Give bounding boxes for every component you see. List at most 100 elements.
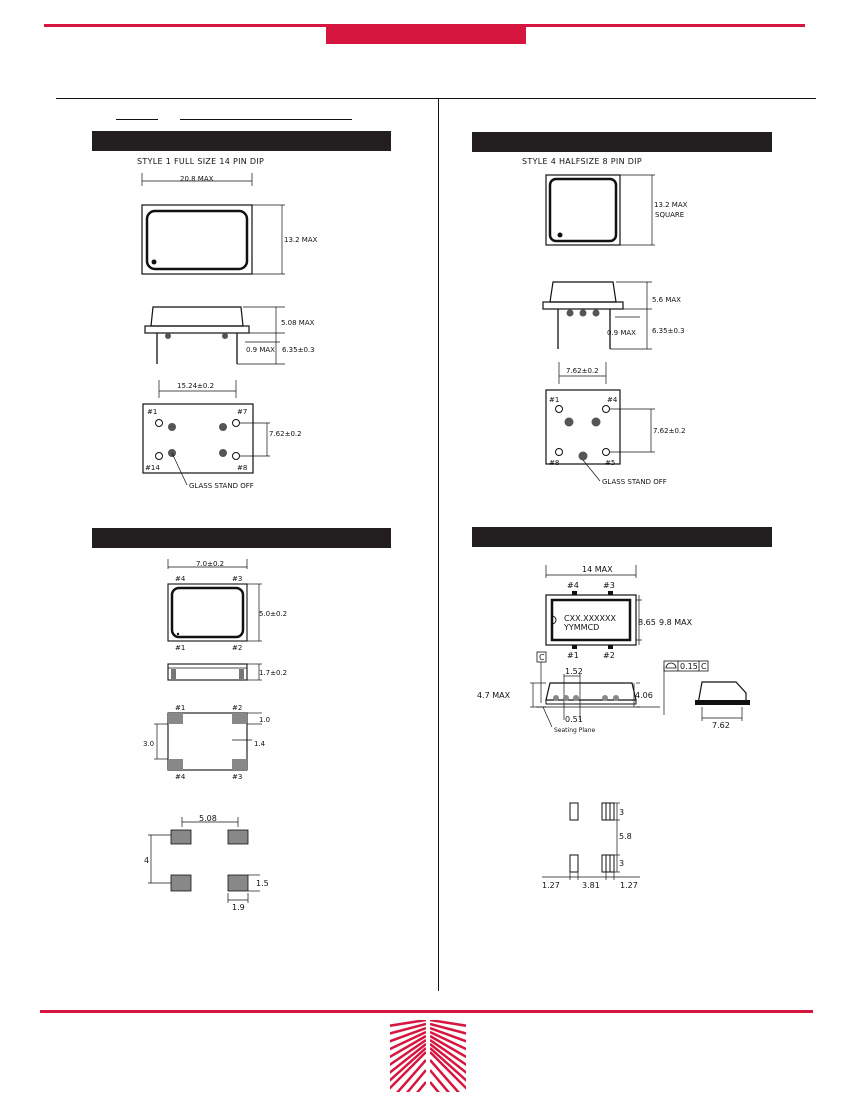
- header-rule: [44, 24, 805, 27]
- smd-pad-w: 1.4: [254, 740, 266, 748]
- style4-top-dim2: SQUARE: [655, 211, 684, 219]
- jlead-land-pad-h2: 3: [619, 859, 624, 868]
- style4-pin1: #1: [549, 396, 559, 404]
- style1-side-height: 5.08 MAX: [281, 319, 315, 327]
- style4-side-can: [549, 281, 617, 303]
- jlead-land-mid: 3.81: [582, 881, 600, 890]
- style4-pin8: #8: [549, 459, 559, 467]
- jlead-width-dim: 14 MAX: [582, 565, 613, 574]
- jlead-drawing: 14 MAX #4 #3 CXX.XXXXXX YYMMCD #1 #2 8.6…: [477, 565, 750, 890]
- jlead-top-p2: #2: [603, 651, 615, 660]
- jlead-land-edge-l: 1.27: [542, 881, 560, 890]
- smd-land-pitch-x: 5.08: [199, 814, 217, 823]
- style1-side-can: [150, 306, 244, 327]
- jlead-datum-box: [536, 651, 547, 663]
- company-logo: [390, 1020, 466, 1092]
- style1-caption: STYLE 1 FULL SIZE 14 PIN DIP: [137, 157, 264, 166]
- style1-pin7: #7: [237, 408, 247, 416]
- style1-pin1: #1: [147, 408, 157, 416]
- top-divider: [56, 98, 816, 99]
- section-bar-jlead: [472, 527, 772, 547]
- style4-side-base: [542, 301, 624, 310]
- smd-side-body: [167, 663, 248, 681]
- smd-bot-height: 3.0: [143, 740, 154, 748]
- section-bar-style1: [92, 131, 391, 151]
- style4-drawing: STYLE 4 HALFSIZE 8 PIN DIP 13.2 MAX SQUA…: [522, 157, 688, 486]
- blank-underline-2: [180, 119, 352, 120]
- jlead-height: 4.7 MAX: [477, 691, 511, 700]
- jlead-top-inner: [550, 598, 632, 642]
- style4-top-body: [545, 174, 621, 246]
- section-bar-style4: [472, 132, 772, 152]
- smd-land-pad-w: 1.9: [232, 903, 245, 912]
- style1-drawing: STYLE 1 FULL SIZE 14 PIN DIP 20.8 MAX 13…: [137, 157, 318, 490]
- jlead-datum-ref: C: [701, 662, 707, 671]
- style1-top-body: [141, 204, 253, 275]
- jlead-top-body: [545, 594, 637, 646]
- smd-land-pitch-y: 4: [144, 856, 149, 865]
- style1-height-dim: 13.2 MAX: [284, 236, 318, 244]
- column-divider: [438, 98, 439, 991]
- jlead-land-pad-h: 3: [619, 808, 624, 817]
- smd-height-dim: 5.0±0.2: [259, 610, 287, 618]
- style4-bottom-body: [545, 389, 621, 465]
- style4-glass-note: GLASS STAND OFF: [602, 478, 667, 486]
- style4-lead: 6.35±0.3: [652, 327, 685, 335]
- smd-drawing: 7.0±0.2 #4 #3 #1 #2 5.0±0.2 1.7±0.2 #1 #…: [143, 559, 287, 912]
- jlead-top-p3: #3: [603, 581, 615, 590]
- smd-bot-p4: #4: [175, 773, 186, 781]
- smd-land-pad-h: 1.5: [256, 879, 269, 888]
- smd-bot-p2: #2: [232, 704, 242, 712]
- smd-width-dim: 7.0±0.2: [196, 560, 224, 568]
- smd-bot-p1: #1: [175, 704, 185, 712]
- smd-side-height: 1.7±0.2: [259, 669, 287, 677]
- style4-standoff: 0.9 MAX: [607, 329, 636, 337]
- jlead-lead-w: 0.51: [565, 715, 583, 724]
- jlead-top-p4: #4: [567, 581, 579, 590]
- style1-top-window: [145, 209, 249, 271]
- smd-top-p4: #4: [175, 575, 186, 583]
- jlead-seating: Seating Plane: [554, 727, 595, 734]
- style4-pin1-dot: [557, 232, 563, 238]
- smd-top-p2: #2: [232, 644, 242, 652]
- section-bar-smd: [92, 528, 391, 548]
- footer-rule: [40, 1010, 813, 1013]
- smd-top-p1: #1: [175, 644, 185, 652]
- jlead-body-h: 4.06: [635, 691, 653, 700]
- smd-top-body: [167, 583, 248, 642]
- style1-standoff: 0.9 MAX: [246, 346, 275, 354]
- style1-pitch-y: 7.62±0.2: [269, 430, 302, 438]
- style4-pitch-y: 7.62±0.2: [653, 427, 686, 435]
- jlead-land-edge-r: 1.27: [620, 881, 638, 890]
- style1-pin1-dot: [151, 259, 157, 265]
- style1-bottom-body: [142, 403, 254, 474]
- jlead-datum: C: [539, 653, 545, 662]
- header-tab: [326, 27, 526, 44]
- style1-width-dim: 20.8 MAX: [180, 175, 214, 183]
- style1-pin8: #8: [237, 464, 247, 472]
- jlead-top-p1: #1: [567, 651, 579, 660]
- style1-pitch-x: 15.24±0.2: [177, 382, 214, 390]
- style4-caption: STYLE 4 HALFSIZE 8 PIN DIP: [522, 157, 642, 166]
- jlead-marking1: CXX.XXXXXX: [564, 614, 616, 623]
- smd-top-lid: [170, 586, 245, 639]
- jlead-outer-h: 9.8 MAX: [659, 618, 693, 627]
- style4-top-dim1: 13.2 MAX: [654, 201, 688, 209]
- style1-side-base: [144, 325, 250, 334]
- style1-lead: 6.35±0.3: [282, 346, 315, 354]
- jlead-land-gap: 5.8: [619, 832, 632, 841]
- style4-pitch-x: 7.62±0.2: [566, 367, 599, 375]
- jlead-span: 7.62: [712, 721, 730, 730]
- jlead-dim-152: 1.52: [565, 667, 583, 676]
- jlead-inner-h: 8.65: [638, 618, 656, 627]
- smd-bot-p3: #3: [232, 773, 242, 781]
- smd-top-p3: #3: [232, 575, 242, 583]
- blank-underline-1: [116, 119, 158, 120]
- style4-pin4: #4: [607, 396, 618, 404]
- style1-glass-note: GLASS STAND OFF: [189, 482, 254, 490]
- style1-pin14: #14: [145, 464, 160, 472]
- style4-top-window: [548, 177, 618, 243]
- style4-pin5: #5: [605, 459, 615, 467]
- jlead-side-body: [545, 682, 637, 701]
- jlead-marking2: YYMMCD: [563, 623, 599, 632]
